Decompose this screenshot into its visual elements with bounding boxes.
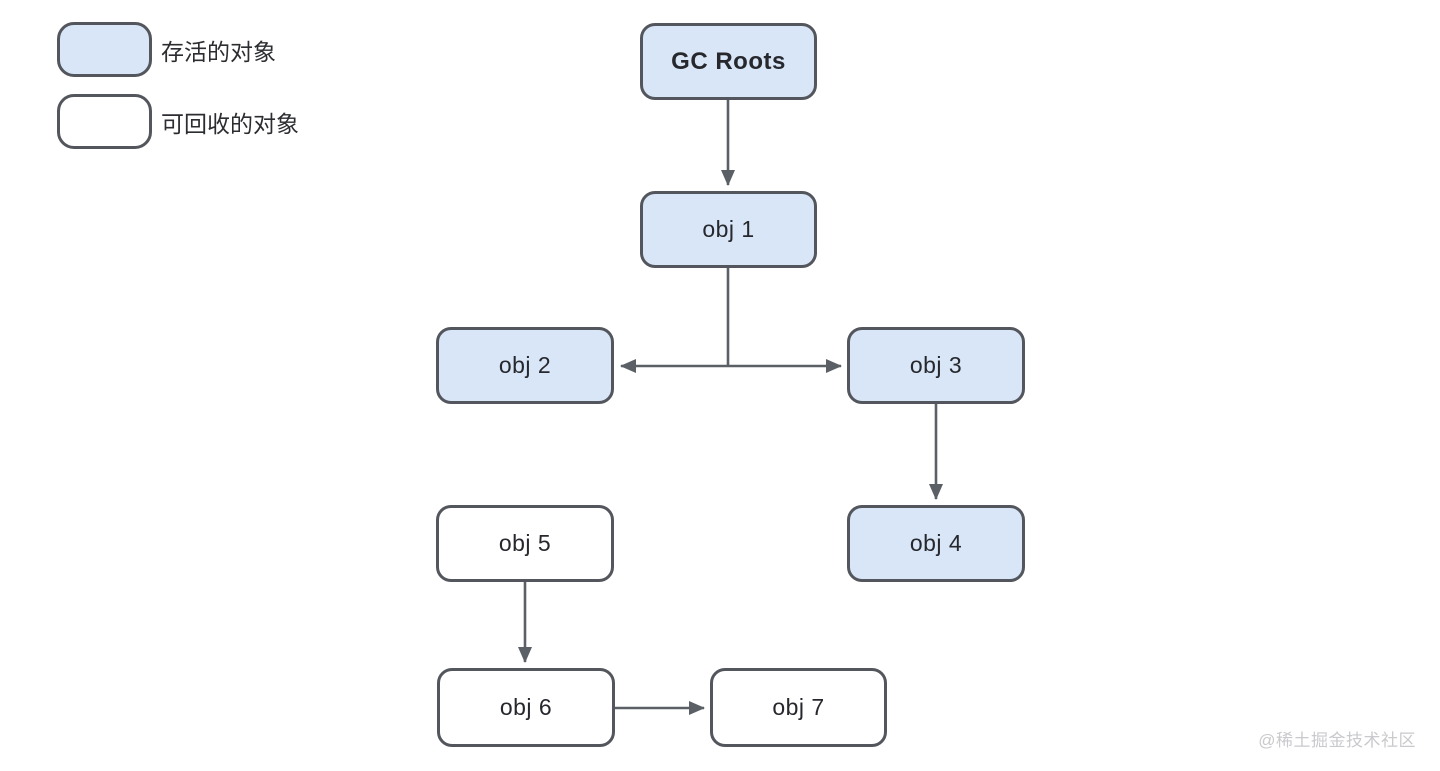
legend-item-live: 存活的对象 [57, 22, 299, 77]
legend-label-live: 存活的对象 [161, 38, 276, 65]
node-obj-1: obj 1 [640, 191, 817, 268]
legend-label-collectable: 可回收的对象 [161, 110, 299, 137]
legend-item-collectable: 可回收的对象 [57, 94, 299, 149]
node-obj-6: obj 6 [437, 668, 615, 747]
live-object-swatch [57, 22, 152, 77]
watermark: @稀土掘金技术社区 [1258, 731, 1416, 750]
node-obj-5: obj 5 [436, 505, 614, 582]
node-gc-roots: GC Roots [640, 23, 817, 100]
node-obj-4: obj 4 [847, 505, 1025, 582]
node-obj-2: obj 2 [436, 327, 614, 404]
node-obj-3: obj 3 [847, 327, 1025, 404]
node-obj-7: obj 7 [710, 668, 887, 747]
collectable-object-swatch [57, 94, 152, 149]
legend: 存活的对象 可回收的对象 [57, 22, 299, 166]
